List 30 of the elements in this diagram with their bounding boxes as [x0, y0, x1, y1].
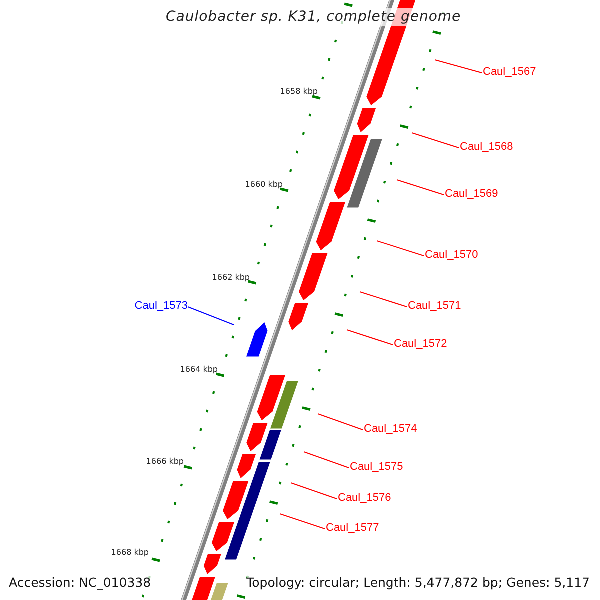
genome-info-text: Topology: circular; Length: 5,477,872 bp; Genes: 5,117: [246, 575, 590, 590]
gene-label: Caul_1567: [483, 66, 536, 79]
position-label: 1662 kbp: [212, 273, 250, 283]
gene-label: Caul_1572: [394, 338, 448, 351]
position-label: 1668 kbp: [111, 548, 149, 558]
leader-line: [280, 514, 326, 530]
leader-line: [304, 452, 350, 468]
gene-label: Caul_1574: [364, 423, 418, 436]
position-label: 1658 kbp: [280, 87, 318, 97]
leader-line: [318, 414, 364, 430]
gene-label: Caul_1577: [326, 522, 380, 535]
gene-label: Caul_1570: [425, 249, 478, 262]
position-label: 1660 kbp: [245, 180, 283, 190]
leader-line: [376, 240, 424, 256]
gene-label: Caul_1576: [338, 492, 392, 505]
leader-line: [396, 180, 444, 196]
position-label: 1664 kbp: [180, 365, 218, 375]
position-label: 1666 kbp: [146, 457, 184, 467]
leader-line: [360, 292, 408, 308]
gene-label: Caul_1571: [408, 300, 462, 313]
leader-line: [434, 60, 482, 74]
gene-label: Caul_1569: [445, 188, 498, 201]
leader-line: [346, 330, 394, 346]
gene-label: Caul_1568: [460, 141, 514, 154]
leader-line: [188, 306, 234, 326]
gene-label: Caul_1573: [134, 300, 188, 313]
gene-label: Caul_1575: [350, 461, 404, 474]
leader-line: [290, 482, 338, 500]
leader-line: [412, 132, 460, 148]
accession-text: Accession: NC_010338: [9, 575, 152, 590]
